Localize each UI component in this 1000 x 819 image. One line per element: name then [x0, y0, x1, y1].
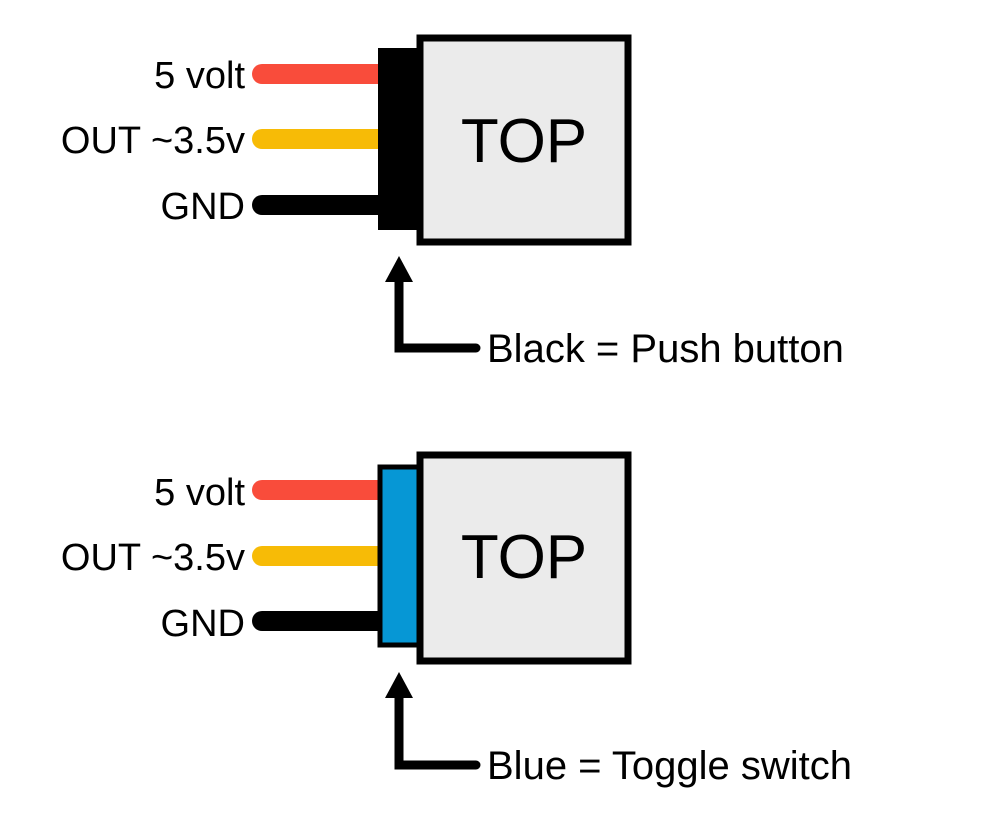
face-label: TOP	[461, 107, 587, 176]
caption: Black = Push button	[487, 327, 844, 371]
gnd-label: GND	[161, 186, 245, 228]
toggle-switch-connector	[377, 464, 423, 648]
arrow-head-icon	[385, 256, 413, 282]
push-button-connector	[378, 48, 422, 230]
module-face	[416, 34, 632, 246]
arrow-head-icon	[385, 672, 413, 698]
caption: Blue = Toggle switch	[487, 744, 852, 788]
push-button-module-diagram: TOP 5 volt OUT ~3.5v GND Black = Push bu…	[61, 34, 844, 371]
module-face	[416, 451, 632, 665]
face-label: TOP	[461, 523, 587, 592]
five-volt-label: 5 volt	[154, 55, 245, 97]
five-volt-label: 5 volt	[154, 472, 245, 514]
gnd-label: GND	[161, 603, 245, 645]
pointer-arrow-line	[394, 690, 481, 770]
toggle-switch-module-diagram: TOP 5 volt OUT ~3.5v GND Blue = Toggle s…	[61, 451, 852, 788]
out-label: OUT ~3.5v	[61, 120, 245, 162]
pointer-arrow-line	[394, 273, 481, 353]
out-label: OUT ~3.5v	[61, 537, 245, 579]
